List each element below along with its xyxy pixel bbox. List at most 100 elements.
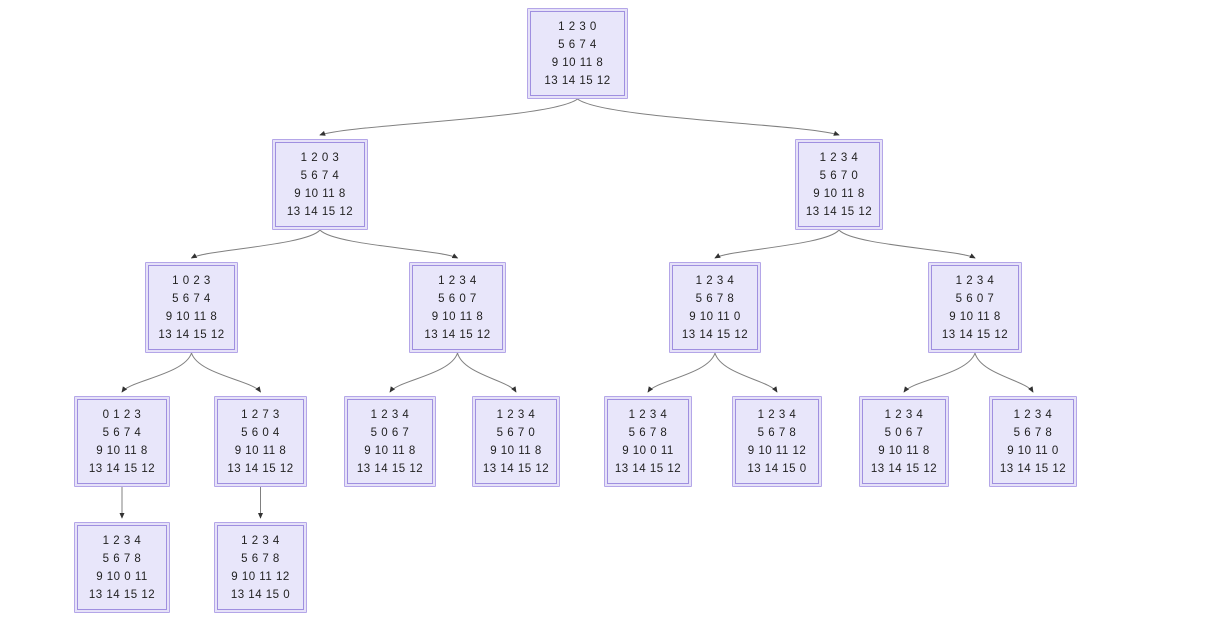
puzzle-state-row: 13 14 15 12: [870, 462, 938, 475]
puzzle-state-row: 1 2 3 4: [955, 274, 995, 287]
puzzle-state-row: 5 6 7 8: [241, 552, 280, 565]
puzzle-state-row: 9 10 11 8: [949, 310, 1001, 323]
puzzle-state-row: 13 14 15 12: [286, 205, 354, 218]
puzzle-state-row: 13 14 15 12: [681, 328, 749, 341]
puzzle-state-node: 1 2 7 3 5 6 0 4 9 10 11 8 13 14 15 12: [214, 396, 307, 487]
puzzle-state-grid: 0 1 2 3 5 6 7 4 9 10 11 8 13 14 15 12: [77, 399, 167, 484]
puzzle-state-row: 5 6 7 8: [695, 292, 735, 305]
puzzle-state-node: 1 2 3 4 5 0 6 7 9 10 11 8 13 14 15 12: [344, 396, 436, 487]
puzzle-state-row: 1 0 2 3: [172, 274, 211, 287]
puzzle-state-node: 1 2 3 4 5 6 7 8 9 10 11 0 13 14 15 12: [989, 396, 1077, 487]
puzzle-state-row: 5 6 7 4: [102, 426, 142, 439]
puzzle-state-row: 9 10 11 8: [878, 444, 930, 457]
puzzle-state-node: 1 2 3 0 5 6 7 4 9 10 11 8 13 14 15 12: [527, 8, 628, 99]
puzzle-state-grid: 1 2 3 4 5 0 6 7 9 10 11 8 13 14 15 12: [347, 399, 433, 484]
puzzle-state-grid: 1 2 3 4 5 6 7 8 9 10 11 12 13 14 15 0: [735, 399, 819, 484]
puzzle-state-row: 5 6 7 4: [558, 38, 597, 51]
puzzle-state-row: 13 14 15 12: [88, 462, 156, 475]
puzzle-state-row: 13 14 15 12: [482, 462, 550, 475]
puzzle-state-row: 13 14 15 12: [356, 462, 424, 475]
puzzle-state-row: 13 14 15 12: [999, 462, 1067, 475]
puzzle-state-row: 1 2 3 4: [102, 534, 142, 547]
puzzle-state-row: 9 10 0 11: [96, 570, 148, 583]
puzzle-state-row: 13 14 15 12: [227, 462, 294, 475]
puzzle-state-row: 1 2 0 3: [300, 151, 340, 164]
puzzle-state-row: 1 2 3 4: [1013, 408, 1053, 421]
puzzle-state-row: 1 2 3 4: [757, 408, 797, 421]
puzzle-state-row: 1 2 3 4: [628, 408, 668, 421]
puzzle-state-row: 5 0 6 7: [370, 426, 410, 439]
puzzle-state-row: 9 10 11 0: [1007, 444, 1059, 457]
puzzle-state-row: 9 10 11 12: [747, 444, 807, 457]
puzzle-state-node: 1 2 3 4 5 6 7 0 9 10 11 8 13 14 15 12: [795, 139, 883, 230]
puzzle-state-row: 9 10 11 8: [364, 444, 416, 457]
puzzle-state-grid: 1 2 3 4 5 6 7 8 9 10 0 11 13 14 15 12: [607, 399, 689, 484]
puzzle-state-row: 1 2 3 4: [695, 274, 735, 287]
puzzle-state-row: 9 10 11 8: [234, 444, 287, 457]
puzzle-state-row: 9 10 11 8: [431, 310, 484, 323]
puzzle-state-grid: 1 2 3 4 5 6 0 7 9 10 11 8 13 14 15 12: [931, 265, 1019, 350]
puzzle-state-row: 5 6 7 0: [819, 169, 859, 182]
puzzle-state-grid: 1 2 3 4 5 6 7 8 9 10 11 0 13 14 15 12: [672, 265, 758, 350]
puzzle-state-node: 1 2 3 4 5 6 7 8 9 10 0 11 13 14 15 12: [74, 522, 170, 613]
puzzle-state-row: 13 14 15 0: [230, 588, 291, 601]
puzzle-state-row: 5 6 7 8: [628, 426, 668, 439]
puzzle-state-row: 0 1 2 3: [102, 408, 142, 421]
puzzle-state-row: 9 10 11 12: [231, 570, 290, 583]
puzzle-state-row: 1 2 3 4: [241, 534, 280, 547]
puzzle-state-grid: 1 2 3 4 5 6 7 8 9 10 11 0 13 14 15 12: [992, 399, 1074, 484]
puzzle-state-row: 5 6 7 8: [757, 426, 797, 439]
puzzle-state-grid: 1 2 3 4 5 6 7 0 9 10 11 8 13 14 15 12: [475, 399, 557, 484]
puzzle-state-row: 13 14 15 12: [941, 328, 1009, 341]
puzzle-state-row: 13 14 15 0: [747, 462, 807, 475]
puzzle-state-grid: 1 2 3 4 5 6 7 8 9 10 11 12 13 14 15 0: [217, 525, 304, 610]
puzzle-state-node: 1 2 3 4 5 6 7 0 9 10 11 8 13 14 15 12: [472, 396, 560, 487]
puzzle-state-row: 13 14 15 12: [88, 588, 156, 601]
puzzle-state-row: 9 10 11 8: [490, 444, 542, 457]
puzzle-state-row: 1 2 7 3: [241, 408, 280, 421]
puzzle-state-row: 5 0 6 7: [884, 426, 924, 439]
puzzle-state-row: 1 2 3 4: [884, 408, 924, 421]
puzzle-state-row: 1 2 3 4: [819, 151, 859, 164]
puzzle-state-grid: 1 2 3 4 5 6 7 0 9 10 11 8 13 14 15 12: [798, 142, 880, 227]
puzzle-state-row: 9 10 11 0: [689, 310, 741, 323]
puzzle-state-row: 9 10 11 8: [294, 187, 346, 200]
puzzle-state-row: 1 2 3 4: [438, 274, 477, 287]
puzzle-state-row: 9 10 11 8: [96, 444, 148, 457]
puzzle-state-node: 1 2 3 4 5 0 6 7 9 10 11 8 13 14 15 12: [859, 396, 949, 487]
puzzle-state-row: 13 14 15 12: [805, 205, 873, 218]
puzzle-state-node: 1 2 3 4 5 6 7 8 9 10 11 0 13 14 15 12: [669, 262, 761, 353]
puzzle-state-node: 1 2 3 4 5 6 0 7 9 10 11 8 13 14 15 12: [928, 262, 1022, 353]
puzzle-state-row: 5 6 0 4: [241, 426, 280, 439]
puzzle-state-grid: 1 2 3 4 5 0 6 7 9 10 11 8 13 14 15 12: [862, 399, 946, 484]
puzzle-state-node: 1 2 3 4 5 6 7 8 9 10 11 12 13 14 15 0: [732, 396, 822, 487]
puzzle-state-row: 9 10 11 8: [813, 187, 865, 200]
puzzle-state-row: 1 2 3 4: [370, 408, 410, 421]
puzzle-state-row: 5 6 7 8: [102, 552, 142, 565]
puzzle-state-node: 0 1 2 3 5 6 7 4 9 10 11 8 13 14 15 12: [74, 396, 170, 487]
puzzle-state-row: 5 6 0 7: [955, 292, 995, 305]
puzzle-state-row: 13 14 15 12: [614, 462, 682, 475]
puzzle-state-row: 5 6 7 8: [1013, 426, 1053, 439]
puzzle-state-row: 9 10 0 11: [622, 444, 674, 457]
puzzle-state-node: 1 2 3 4 5 6 7 8 9 10 11 12 13 14 15 0: [214, 522, 307, 613]
puzzle-state-row: 5 6 7 0: [496, 426, 536, 439]
puzzle-state-row: 1 2 3 4: [496, 408, 536, 421]
puzzle-state-grid: 1 2 3 0 5 6 7 4 9 10 11 8 13 14 15 12: [530, 11, 625, 96]
puzzle-state-row: 13 14 15 12: [424, 328, 491, 341]
puzzle-state-grid: 1 2 3 4 5 6 7 8 9 10 0 11 13 14 15 12: [77, 525, 167, 610]
puzzle-state-grid: 1 2 7 3 5 6 0 4 9 10 11 8 13 14 15 12: [217, 399, 304, 484]
puzzle-state-row: 13 14 15 12: [544, 74, 611, 87]
puzzle-state-row: 1 2 3 0: [558, 20, 597, 33]
puzzle-state-row: 9 10 11 8: [165, 310, 218, 323]
puzzle-state-row: 13 14 15 12: [158, 328, 225, 341]
puzzle-state-node: 1 2 0 3 5 6 7 4 9 10 11 8 13 14 15 12: [272, 139, 368, 230]
puzzle-state-row: 5 6 7 4: [300, 169, 340, 182]
puzzle-state-row: 9 10 11 8: [551, 56, 604, 69]
